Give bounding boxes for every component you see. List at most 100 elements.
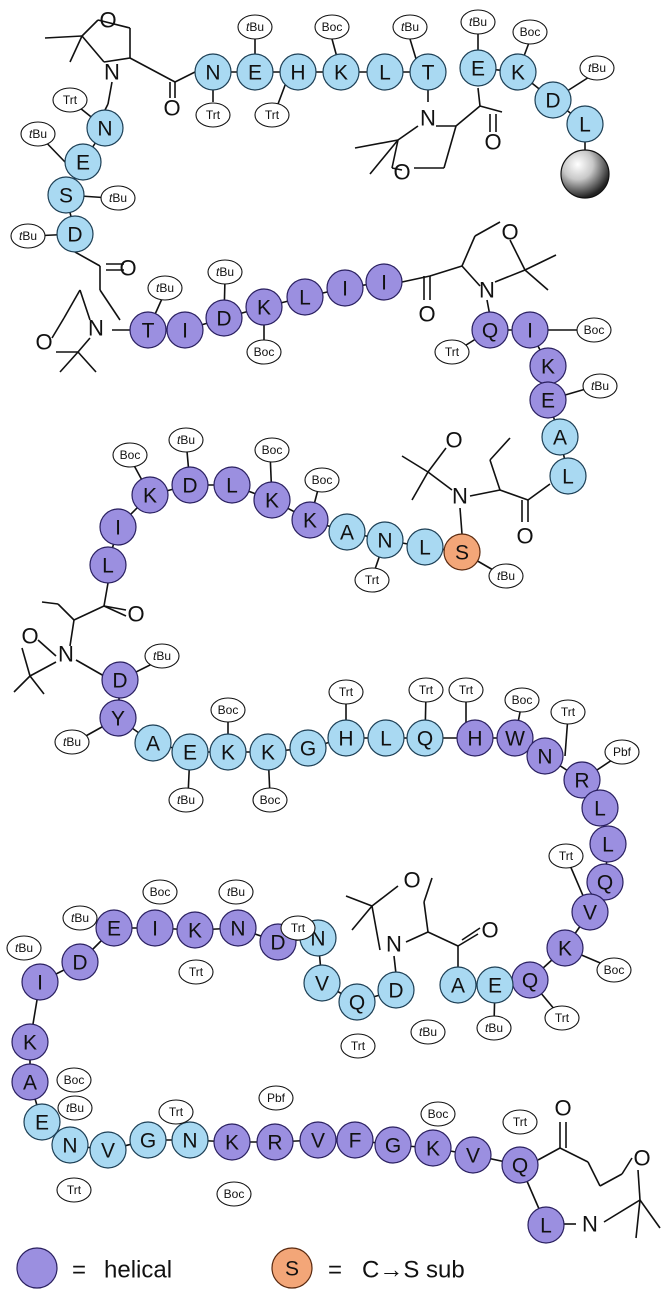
- seg6-residue-4-letter: K: [303, 510, 317, 533]
- bond-line: [81, 19, 99, 37]
- bond-line: [455, 105, 481, 127]
- bond-line: [401, 275, 431, 283]
- seg4-pg-1-oval: [207, 259, 243, 285]
- ring3-nitrogen: N: [88, 316, 104, 341]
- seg8-residue-17-letter: N: [182, 1130, 197, 1153]
- bond-line: [13, 675, 31, 693]
- ring5-oxygen: O: [445, 428, 462, 453]
- seg7-pg-3-oval: [168, 787, 204, 813]
- seg4-pg-0-label: tBu: [156, 281, 174, 295]
- bond-line: [427, 447, 447, 473]
- seg8-residue-18-letter: K: [225, 1132, 239, 1155]
- seg8-residue-19-letter: R: [267, 1132, 282, 1155]
- seg8-residue-22-letter: G: [385, 1135, 401, 1158]
- bond-line: [57, 603, 75, 621]
- seg7-residue-9-circle: [406, 719, 444, 757]
- seg1-pg-3-oval: [314, 14, 350, 40]
- seg7-pg-12-label: Boc: [604, 963, 625, 977]
- bond-line: [129, 57, 176, 83]
- bond-line: [354, 139, 399, 149]
- seg8-pg-7-label: tBu: [15, 941, 33, 955]
- seg8-pg-4-label: Trt: [189, 965, 204, 979]
- seg4-residue-2-letter: D: [216, 308, 231, 331]
- seg3-residue-3-letter: D: [67, 224, 82, 247]
- bond-line: [21, 647, 31, 677]
- seg8-residue-0-circle: [377, 971, 415, 1009]
- seg2-pg-1-oval: [512, 19, 548, 45]
- bond-line: [457, 933, 479, 947]
- seg6-residue-10-letter: L: [102, 555, 114, 578]
- seg5-residue-5-circle: [549, 457, 587, 495]
- seg8-residue-5-circle: [219, 909, 257, 947]
- seg8-residue-2-circle: [303, 964, 341, 1002]
- seg8-residue-25-circle: [501, 1146, 539, 1184]
- seg8-residue-23-letter: K: [426, 1138, 440, 1161]
- seg6-pg-1-label: Trt: [365, 573, 380, 587]
- seg6-residue-3-letter: A: [340, 522, 354, 545]
- seg5-residue-3-circle: [529, 381, 567, 419]
- seg8-pg-2-oval: [280, 915, 316, 941]
- bond-line: [77, 351, 97, 373]
- seg8-residue-16-circle: [129, 1121, 167, 1159]
- bond-line: [499, 489, 529, 501]
- bond-line: [73, 605, 105, 621]
- seg7-pg-13-label: Trt: [555, 1011, 570, 1025]
- seg8-residue-23-circle: [414, 1129, 452, 1167]
- seg7-pg-14-oval: [476, 1015, 512, 1041]
- bond-line: [174, 71, 196, 83]
- seg7-residue-8-letter: L: [380, 728, 392, 751]
- seg6-pg-3-label: Boc: [262, 443, 283, 457]
- seg5-residue-1-circle: [511, 311, 549, 349]
- seg6-residue-8-circle: [131, 476, 169, 514]
- bond-line: [509, 239, 526, 271]
- bond-line: [107, 81, 113, 105]
- seg8-pg-4-oval: [178, 959, 214, 985]
- seg6-residue-7-letter: D: [182, 475, 197, 498]
- bond-line: [391, 139, 399, 169]
- seg7-residue-15-letter: L: [602, 834, 614, 857]
- bond-line: [443, 125, 457, 169]
- seg1-residue-1-circle: [236, 53, 274, 91]
- seg8-pg-1-oval: [340, 1033, 376, 1059]
- seg4-pg-1-label: tBu: [216, 265, 234, 279]
- seg8-pg-15-label: Trt: [513, 1115, 528, 1129]
- bond-line: [637, 1169, 641, 1201]
- bond-line: [489, 459, 501, 491]
- seg7-pg-4-label: Boc: [260, 793, 281, 807]
- seg6-residue-10-circle: [89, 546, 127, 584]
- seg2-pg-2-label: tBu: [588, 61, 606, 75]
- seg6-residue-3-circle: [328, 513, 366, 551]
- seg8-pg-12-label: Boc: [224, 1187, 245, 1201]
- seg3-residue-2-letter: S: [59, 185, 73, 208]
- seg8-residue-18-circle: [213, 1123, 251, 1161]
- seg8-residue-8-letter: E: [107, 918, 121, 941]
- bond-line: [635, 1199, 641, 1239]
- seg2-residue-3-circle: [566, 105, 604, 143]
- seg6-residue-7-circle: [171, 466, 209, 504]
- seg7-pg-10-label: Pbf: [613, 745, 632, 759]
- ring4-carbonyl-oxygen: O: [418, 302, 435, 327]
- bond-line: [461, 235, 476, 267]
- seg8-residue-8-circle: [95, 909, 133, 947]
- seg6-pg-5-label: Boc: [120, 448, 141, 462]
- seg7-pg-3-label: tBu: [177, 793, 195, 807]
- seg7-residue-0-circle: [101, 661, 139, 699]
- bond-line: [401, 455, 429, 473]
- bond-line: [63, 289, 81, 319]
- seg7-residue-9-letter: Q: [417, 728, 433, 751]
- seg7-pg-12-oval: [596, 957, 632, 983]
- seg8-pg-14-oval: [420, 1101, 456, 1127]
- seg8-residue-6-letter: K: [188, 920, 202, 943]
- seg7-residue-13-circle: [563, 761, 601, 799]
- seg5-residue-5-letter: L: [562, 466, 574, 489]
- seg1-pg-1-label: tBu: [246, 20, 264, 34]
- seg8-residue-7-circle: [136, 909, 174, 947]
- seg2-residue-0-letter: E: [471, 58, 485, 81]
- ring4-oxygen: O: [501, 220, 518, 245]
- seg4-residue-5-letter: I: [342, 278, 348, 301]
- resin-bead: [560, 149, 610, 199]
- seg7-pg-7-label: Trt: [459, 683, 474, 697]
- seg1-residue-3-letter: K: [334, 62, 348, 85]
- seg1-residue-0-letter: N: [205, 62, 220, 85]
